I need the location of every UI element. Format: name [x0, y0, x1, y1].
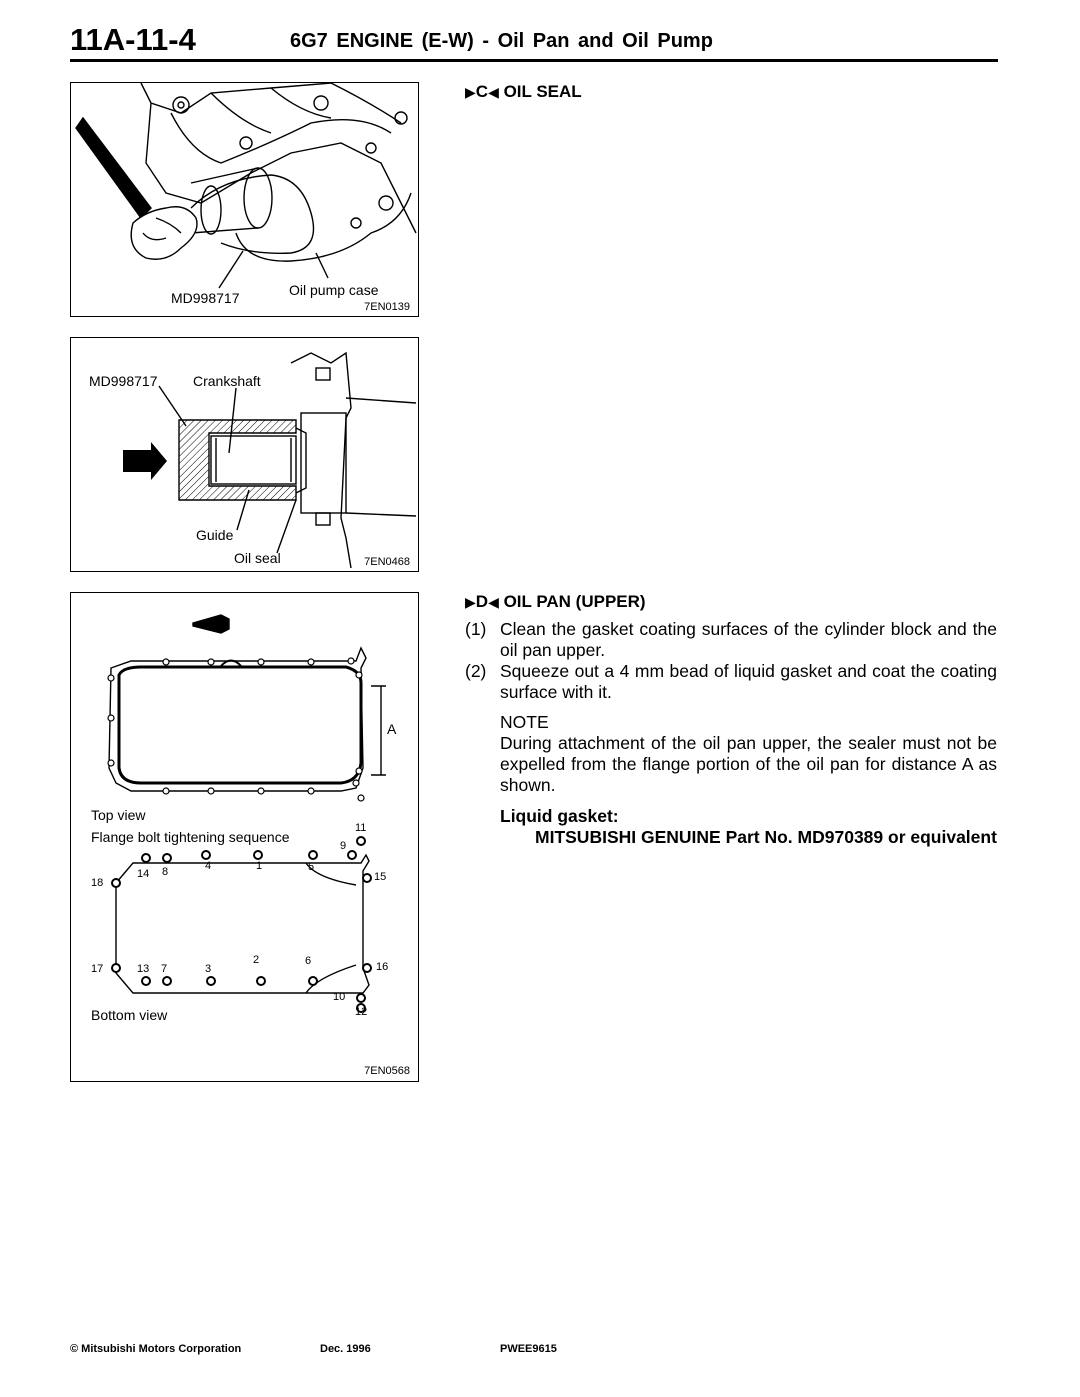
bolt-number: 9 — [340, 840, 347, 852]
figure-oil-seal-cross-section: MD998717 Crankshaft Guide Oil seal 7EN04… — [70, 337, 419, 572]
bolt-number: 8 — [162, 866, 169, 878]
crankshaft-seal-section-illustration — [123, 351, 417, 569]
section-marker: C — [475, 82, 489, 101]
section-heading-oil-pan-upper: ▶D◀ OIL PAN (UPPER) — [465, 592, 646, 612]
bolt-number: 7 — [161, 963, 168, 975]
left-triangle-icon: ◀ — [488, 594, 499, 610]
bolt-number: 5 — [308, 861, 315, 873]
section-heading-oil-seal: ▶C◀ OIL SEAL — [465, 82, 582, 102]
section-marker: D — [475, 592, 489, 611]
bolt-number: 6 — [305, 955, 312, 967]
bolt-number: 14 — [137, 868, 150, 880]
figure-code: 7EN0139 — [364, 301, 410, 313]
bolt-number: 4 — [205, 860, 212, 872]
footer-date: Dec. 1996 — [320, 1343, 371, 1355]
bolt-number: 3 — [205, 963, 212, 975]
oil-pump-case-illustration — [75, 83, 417, 289]
label-special-tool: MD998717 — [89, 373, 158, 389]
label-distance-a: A — [387, 721, 397, 737]
footer-copyright: © Mitsubishi Motors Corporation — [70, 1343, 242, 1355]
label-oil-pump-case: Oil pump case — [289, 282, 379, 298]
label-special-tool: MD998717 — [171, 290, 240, 306]
right-triangle-icon: ▶ — [465, 594, 476, 610]
label-crankshaft: Crankshaft — [193, 373, 261, 389]
label-top-view: Top view — [91, 807, 146, 823]
note-text: During attachment of the oil pan upper, … — [500, 733, 997, 795]
step-text: Squeeze out a 4 mm bead of liquid gasket… — [500, 661, 997, 702]
note-label: NOTE — [500, 712, 549, 732]
section-title: OIL SEAL — [503, 82, 582, 101]
figure-oil-pan-gasket: A Top view Flange bolt tightening sequen… — [70, 592, 419, 1082]
label-oil-seal: Oil seal — [234, 550, 281, 566]
bolt-number: 2 — [253, 954, 260, 966]
step-number: (1) — [465, 619, 487, 639]
procedure-step: (2) Squeeze out a 4 mm bead of liquid ga… — [465, 661, 997, 703]
spec-text: MITSUBISHI GENUINE Part No. MD970389 or … — [535, 827, 997, 847]
header-rule — [70, 59, 998, 62]
spec-label: Liquid gasket: — [500, 806, 619, 826]
footer-doc-id: PWEE9615 — [500, 1343, 557, 1355]
step-text: Clean the gasket coating surfaces of the… — [500, 619, 997, 660]
bolt-number: 16 — [376, 961, 389, 973]
figure-code: 7EN0568 — [364, 1065, 410, 1077]
bolt-number: 11 — [355, 822, 367, 834]
figure-code: 7EN0468 — [364, 556, 410, 568]
procedure-step: (1) Clean the gasket coating surfaces of… — [465, 619, 997, 661]
page-title: 6G7 ENGINE (E-W) - Oil Pan and Oil Pump — [290, 30, 713, 52]
bolt-number: 17 — [91, 963, 104, 975]
bolt-number: 15 — [374, 871, 387, 883]
label-bottom-view: Bottom view — [91, 1007, 168, 1023]
page-number: 11A-11-4 — [70, 22, 196, 57]
bolt-number: 12 — [355, 1006, 368, 1018]
left-triangle-icon: ◀ — [488, 84, 499, 100]
figure-oil-seal-installation: MD998717 Oil pump case 7EN0139 — [70, 82, 419, 317]
section-title: OIL PAN (UPPER) — [503, 592, 646, 611]
step-number: (2) — [465, 661, 487, 681]
right-triangle-icon: ▶ — [465, 84, 476, 100]
oil-pan-illustration — [107, 614, 386, 1013]
bolt-number: 10 — [333, 991, 346, 1003]
label-guide: Guide — [196, 527, 234, 543]
bolt-number: 18 — [91, 877, 104, 889]
label-tightening-sequence: Flange bolt tightening sequence — [91, 829, 290, 845]
bolt-number: 1 — [256, 860, 263, 872]
bolt-number: 13 — [137, 963, 150, 975]
